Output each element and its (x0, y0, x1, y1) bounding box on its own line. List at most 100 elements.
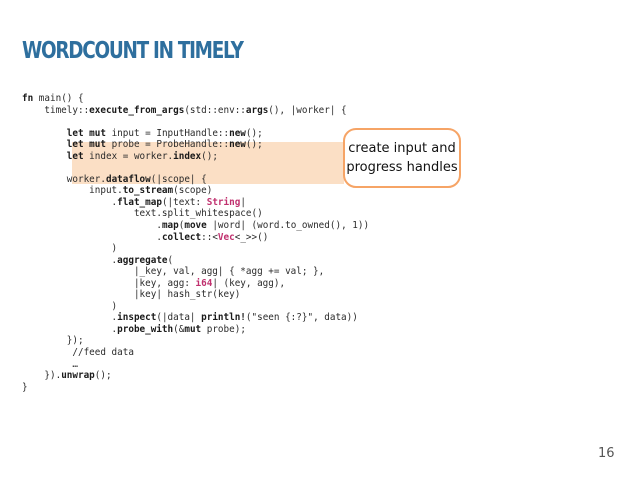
code-token: (); (245, 127, 263, 139)
code-line: }).unwrap(); (22, 370, 369, 382)
code-line: fn main() { (22, 93, 369, 105)
code-token: | (240, 196, 246, 208)
code-token: let (66, 150, 84, 162)
code-token: (|data| (156, 312, 202, 324)
code-token: ( (178, 220, 185, 232)
code-token: probe = ProbeHandle:: (105, 139, 230, 151)
code-token: (|scope| { (150, 173, 207, 185)
code-line: let mut input = InputHandle::new(); (22, 128, 369, 140)
code-token: timely:: (22, 104, 90, 116)
code-token: (scope) (173, 185, 213, 197)
code-token: main() { (33, 93, 84, 104)
code-token: let mut (66, 139, 106, 151)
code-token: input = InputHandle:: (105, 127, 230, 139)
slide-title: WORDCOUNT IN TIMELY (22, 38, 244, 64)
code-token: }). (22, 370, 62, 382)
code-line: //feed data (22, 347, 369, 359)
code-token: (); (94, 370, 112, 382)
code-token: let mut (66, 127, 106, 139)
code-line (22, 116, 369, 128)
code-token: }); (22, 335, 84, 347)
code-token: | (key, agg), (212, 277, 286, 289)
code-token: map (161, 220, 179, 232)
code-line: let mut probe = ProbeHandle::new(); (22, 139, 369, 151)
code-token: … (22, 358, 78, 370)
code-token: ) (22, 243, 118, 255)
code-token: (); (201, 150, 218, 162)
code-token: fn (22, 93, 34, 104)
code-token: index (173, 150, 202, 162)
code-token: . (22, 231, 162, 243)
code-line: worker.dataflow(|scope| { (22, 174, 369, 186)
code-token: |key, agg: (22, 277, 196, 289)
code-token: i64 (195, 277, 213, 289)
code-line (22, 162, 369, 174)
code-token: ::< (201, 231, 218, 243)
code-token: execute_from_args (89, 104, 185, 116)
code-token: ) (22, 300, 118, 312)
code-token (22, 139, 67, 150)
code-token: aggregate (117, 254, 168, 266)
code-line: .flat_map(|text: String| (22, 197, 369, 209)
code-token: move (184, 220, 207, 232)
callout-box: create input and progress handles (343, 128, 461, 188)
code-line: ) (22, 301, 369, 313)
code-line: |key, agg: i64| (key, agg), (22, 278, 369, 290)
code-token: . (22, 254, 118, 266)
code-token: ("seen {:?}", data)) (245, 312, 358, 324)
code-token: input. (22, 185, 123, 197)
code-token: . (22, 323, 118, 335)
code-line: .aggregate( (22, 255, 369, 267)
code-token: worker. (22, 173, 106, 185)
code-token: args (245, 104, 269, 116)
code-token: . (22, 312, 118, 324)
code-token: (); (245, 139, 263, 151)
code-token: probe_with (117, 323, 174, 335)
code-token: (std::env:: (184, 104, 246, 116)
code-line: .map(move |word| (word.to_owned(), 1)) (22, 220, 369, 232)
callout-text-line-2: progress handles (346, 160, 458, 175)
code-token: index = worker. (83, 150, 174, 162)
code-token: ( (167, 254, 174, 266)
code-line: timely::execute_from_args(std::env::args… (22, 105, 369, 117)
code-highlight (72, 142, 344, 184)
code-token: (), |worker| { (268, 104, 347, 116)
code-token: //feed data (22, 347, 134, 359)
code-token: to_stream (122, 185, 174, 197)
code-token: } (22, 381, 28, 393)
code-token: text.split_whitespace() (22, 208, 263, 220)
code-token (22, 151, 67, 162)
code-token: . (22, 196, 118, 208)
code-line: text.split_whitespace() (22, 208, 369, 220)
code-token: String (206, 196, 241, 208)
code-line: .probe_with(&mut probe); (22, 324, 369, 336)
code-line: input.to_stream(scope) (22, 185, 369, 197)
code-token: (|text: (161, 196, 207, 208)
code-token: |key| hash_str(key) (22, 289, 241, 301)
code-token: collect (161, 231, 202, 243)
code-token: mut (184, 323, 202, 335)
code-token: |_key, val, agg| { *agg += val; }, (22, 266, 325, 278)
callout-text-line-1: create input and (348, 141, 456, 156)
code-line: }); (22, 335, 369, 347)
code-token: inspect (117, 312, 157, 324)
code-line: .collect::<Vec<_>>() (22, 232, 369, 244)
code-token: new (229, 127, 246, 139)
code-line: } (22, 382, 369, 394)
code-line: ) (22, 243, 369, 255)
code-line: … (22, 359, 369, 371)
code-token: dataflow (105, 173, 151, 185)
code-line: |_key, val, agg| { *agg += val; }, (22, 266, 369, 278)
code-token (22, 128, 67, 139)
code-token: flat_map (117, 196, 162, 208)
code-line: |key| hash_str(key) (22, 289, 369, 301)
code-token: |word| (word.to_owned(), 1)) (206, 220, 370, 232)
code-token: <_>>() (234, 231, 269, 243)
code-line: .inspect(|data| println!("seen {:?}", da… (22, 312, 369, 324)
code-line: let index = worker.index(); (22, 151, 369, 163)
code-token: new (229, 139, 246, 151)
code-token: probe); (201, 323, 246, 335)
code-token: . (22, 220, 162, 232)
code-token: (& (173, 323, 185, 335)
